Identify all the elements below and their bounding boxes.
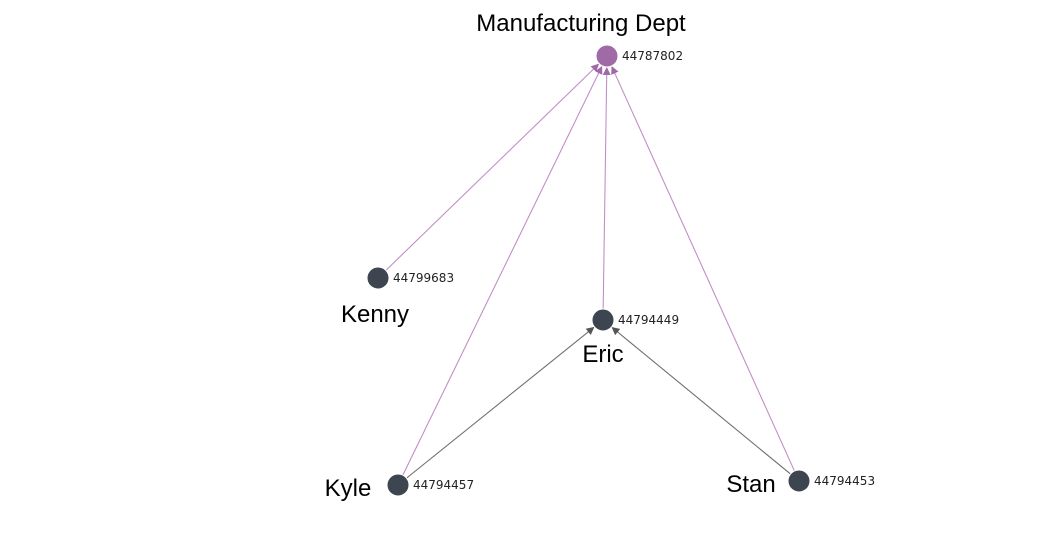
node-name-label-dept: Manufacturing Dept bbox=[476, 10, 686, 37]
node-circle-dept[interactable] bbox=[595, 44, 619, 68]
edges-layer bbox=[379, 63, 799, 485]
edge-eric-to-dept bbox=[602, 66, 611, 319]
node-stan[interactable]: 44794453 Stan bbox=[726, 469, 875, 498]
edge-kenny-to-dept bbox=[379, 63, 600, 278]
node-id-label-dept: 44787802 bbox=[622, 49, 683, 63]
edge-stan-to-dept bbox=[611, 66, 799, 480]
node-circle-kyle[interactable] bbox=[386, 473, 410, 497]
node-id-label-kenny: 44799683 bbox=[393, 271, 454, 285]
node-name-label-kyle: Kyle bbox=[325, 475, 372, 502]
edge-stan-to-eric bbox=[611, 326, 798, 481]
node-id-label-stan: 44794453 bbox=[814, 474, 875, 488]
edge-kyle-to-eric bbox=[399, 326, 595, 485]
node-circle-kenny[interactable] bbox=[366, 266, 390, 290]
node-name-label-stan: Stan bbox=[726, 471, 775, 498]
node-id-label-kyle: 44794457 bbox=[413, 478, 474, 492]
node-kyle[interactable]: 44794457 Kyle bbox=[325, 473, 474, 502]
node-name-label-kenny: Kenny bbox=[341, 301, 409, 328]
edge-kyle-to-dept bbox=[398, 65, 603, 484]
node-name-label-eric: Eric bbox=[582, 341, 623, 368]
node-id-label-eric: 44794449 bbox=[618, 313, 679, 327]
node-circle-stan[interactable] bbox=[787, 469, 811, 493]
node-circle-eric[interactable] bbox=[591, 308, 615, 332]
node-dept[interactable]: 44787802 Manufacturing Dept bbox=[476, 10, 686, 68]
